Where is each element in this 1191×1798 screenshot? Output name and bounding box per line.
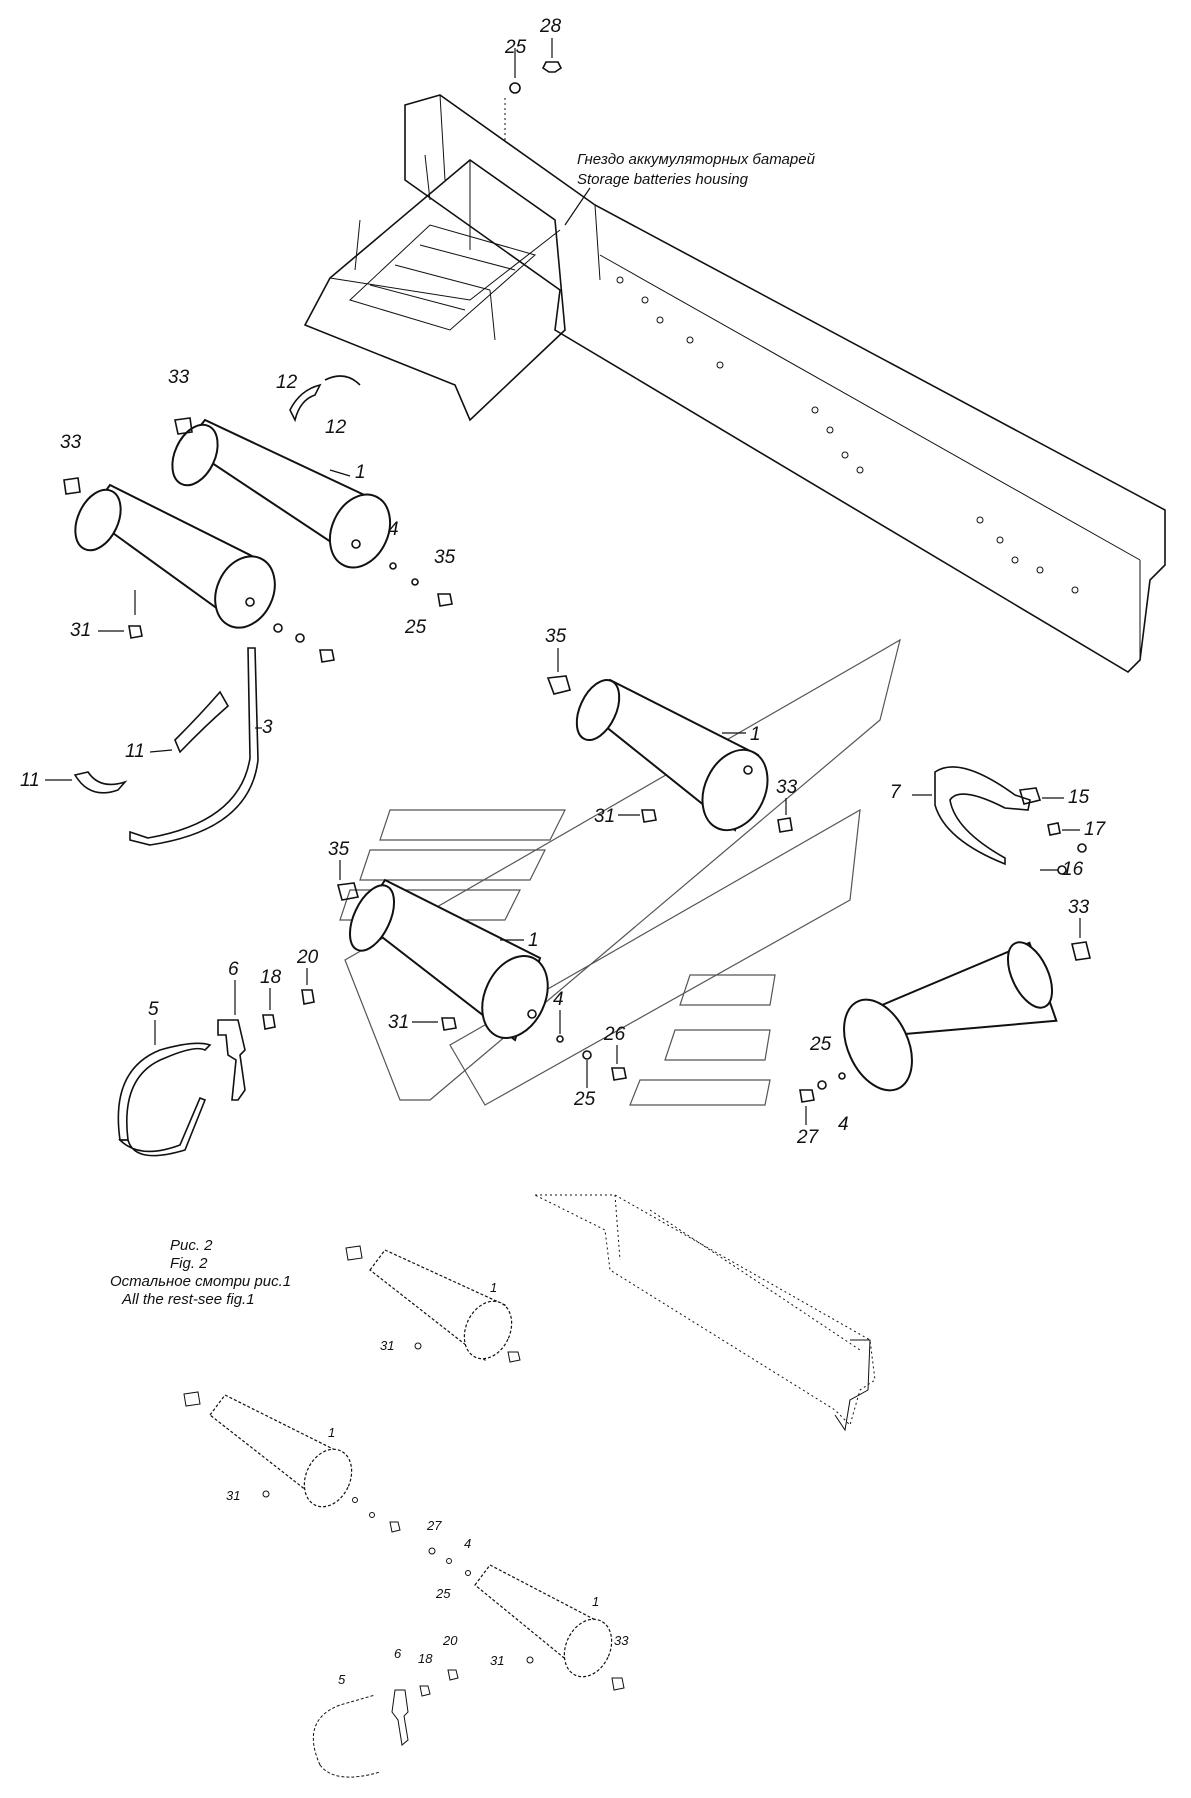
callout-25a: 25 <box>404 617 427 638</box>
tank-1-fittings <box>63 417 453 663</box>
callout-31b: 31 <box>594 806 615 827</box>
fig2-callout-1c: 1 <box>592 1594 599 1609</box>
callout-3: 3 <box>262 717 273 738</box>
callout-12a: 12 <box>276 372 298 393</box>
fig2-callout-5: 5 <box>338 1672 346 1687</box>
callout-33b: 33 <box>60 432 82 453</box>
callout-27: 27 <box>796 1127 820 1148</box>
callout-33d: 33 <box>1068 897 1090 918</box>
air-tank-4 <box>799 941 1091 1103</box>
callout-11a: 11 <box>125 741 145 762</box>
fig2-clamp-5 <box>312 1694 381 1778</box>
callout-33a: 33 <box>168 367 190 388</box>
callout-35b: 35 <box>545 626 567 647</box>
pad-11 <box>73 690 230 794</box>
fig2-callout-4: 4 <box>464 1536 471 1551</box>
callout-16: 16 <box>1062 859 1084 880</box>
callout-25-top: 25 <box>504 37 527 58</box>
fig2-callout-31b: 31 <box>226 1488 240 1503</box>
callout-35a: 35 <box>434 547 456 568</box>
callout-18: 18 <box>260 967 282 988</box>
fig2-callout-6: 6 <box>394 1646 402 1661</box>
callout-31a: 31 <box>70 620 91 641</box>
fig2-callout-25: 25 <box>435 1586 451 1601</box>
callout-4a: 4 <box>388 519 399 540</box>
callout-35c: 35 <box>328 839 350 860</box>
air-tank-1b <box>74 483 276 629</box>
callout-33c: 33 <box>776 777 798 798</box>
fig2-note-en: All the rest-see fig.1 <box>121 1291 255 1308</box>
callout-4c: 4 <box>838 1114 849 1135</box>
strap-12 <box>289 375 361 423</box>
fig2-frame-rail <box>534 1194 876 1432</box>
top-fasteners <box>504 38 563 140</box>
callout-25c: 25 <box>809 1034 832 1055</box>
fig2-callout-27: 27 <box>426 1518 442 1533</box>
fig2-bracket-6 <box>391 1689 409 1746</box>
callout-20: 20 <box>296 947 319 968</box>
callout-15: 15 <box>1068 787 1090 808</box>
air-tank-3 <box>336 878 549 1042</box>
callout-7: 7 <box>890 782 902 803</box>
callout-1b: 1 <box>750 724 761 745</box>
fig2-callout-18: 18 <box>418 1651 433 1666</box>
housing-label-en: Storage batteries housing <box>577 171 749 188</box>
fig2-note-ru: Остальное смотри рис.1 <box>110 1273 291 1290</box>
callout-5: 5 <box>148 999 159 1020</box>
callout-12b: 12 <box>325 417 347 438</box>
fig2-callout-31a: 31 <box>380 1338 394 1353</box>
housing-label-ru: Гнездо аккумуляторных батарей <box>577 151 816 168</box>
fig2-tank-a <box>345 1245 521 1363</box>
fig2-callout-33: 33 <box>614 1633 629 1648</box>
callout-26: 26 <box>603 1024 626 1045</box>
air-tank-2 <box>546 675 793 833</box>
hose-7 <box>934 766 1087 875</box>
fig2-callout-20: 20 <box>442 1633 458 1648</box>
fig2-title-en: Fig. 2 <box>170 1255 208 1272</box>
callout-1a: 1 <box>355 462 366 483</box>
battery-housing <box>303 154 566 422</box>
fig2-callout-31c: 31 <box>490 1653 504 1668</box>
air-tank-1a <box>171 418 392 569</box>
callout-28-top: 28 <box>539 16 562 37</box>
bracket-6 <box>217 1019 246 1101</box>
fig2-title-ru: Рис. 2 <box>170 1237 213 1254</box>
watermark-logo <box>339 638 901 1106</box>
fig2-tank-c <box>474 1564 625 1691</box>
callout-17: 17 <box>1084 819 1107 840</box>
callout-4b: 4 <box>553 989 564 1010</box>
callout-31c: 31 <box>388 1012 409 1033</box>
frame-rail <box>404 94 1166 674</box>
strap-3 <box>129 647 259 846</box>
callout-11b: 11 <box>20 770 40 791</box>
callout-25b: 25 <box>573 1089 596 1110</box>
callout-1c: 1 <box>528 930 539 951</box>
fig2-callout-1a: 1 <box>490 1280 497 1295</box>
fig2-tank-b <box>183 1391 401 1533</box>
callout-6: 6 <box>228 959 239 980</box>
fig2-callout-1b: 1 <box>328 1425 335 1440</box>
clamp-5 <box>117 1042 212 1157</box>
